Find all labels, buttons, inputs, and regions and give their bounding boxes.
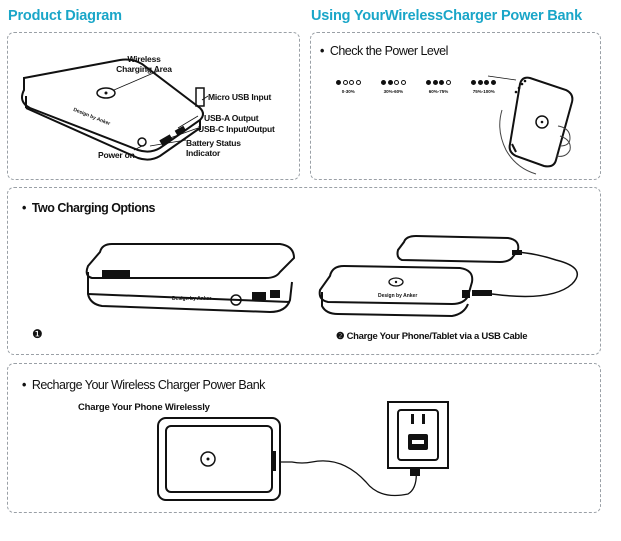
- led-off-icon: [400, 80, 406, 85]
- two-options-panel: [7, 187, 601, 355]
- using-power-bank-title: Using YourWirelessCharger Power Bank: [311, 8, 582, 24]
- power-level-3: 60%-75%: [426, 80, 451, 94]
- power-bank-illustration: [21, 58, 209, 161]
- power-level-heading: • Check the Power Level: [320, 44, 448, 58]
- led-on-icon: [336, 80, 341, 85]
- recharge-subheading: Charge Your Phone Wirelessly: [78, 402, 210, 413]
- bullet: •: [22, 201, 32, 215]
- led-on-icon: [426, 80, 432, 85]
- led-on-icon: [471, 80, 477, 85]
- option2-caption: ❷ Charge Your Phone/Tablet via a USB Cab…: [336, 331, 528, 342]
- led-dots: [336, 80, 361, 85]
- recharge-heading: • Recharge Your Wireless Charger Power B…: [22, 378, 265, 392]
- option2-brand-text: Design by Anker: [378, 293, 418, 299]
- power-level-label: 75%-100%: [472, 89, 495, 94]
- power-level-panel: [310, 32, 601, 180]
- two-options-heading: • Two Charging Options: [22, 201, 155, 215]
- option1-number: ❶: [32, 327, 43, 341]
- power-level-indicators: 0-30% 30%-60% 60%-75% 75%-100%: [336, 80, 496, 104]
- power-level-label: 0-30%: [341, 89, 355, 94]
- power-level-2: 30%-60%: [381, 80, 406, 94]
- led-off-icon: [349, 80, 354, 85]
- callout-battery-status: Battery Status Indicator: [186, 138, 241, 158]
- power-level-label: 30%-60%: [383, 89, 404, 94]
- led-on-icon: [432, 80, 438, 85]
- led-on-icon: [439, 80, 445, 85]
- option2-cable-illustration: [318, 234, 578, 318]
- callout-usb-c: USB-C Input/Output: [198, 124, 275, 134]
- led-dots: [426, 80, 451, 85]
- product-diagram-title: Product Diagram: [8, 8, 122, 24]
- option1-brand-text: Design by Anker: [172, 296, 212, 302]
- led-off-icon: [445, 80, 451, 85]
- recharge-panel: [7, 363, 601, 513]
- led-off-icon: [355, 80, 361, 85]
- product-diagram-panel: [7, 32, 300, 180]
- callout-power-on: Power on: [98, 150, 135, 160]
- recharge-illustration: [157, 401, 449, 501]
- bullet: •: [22, 378, 32, 392]
- led-on-icon: [490, 80, 496, 85]
- callout-micro-usb: Micro USB Input: [208, 92, 272, 102]
- power-level-label: 60%-75%: [428, 89, 449, 94]
- callout-usb-a: USB-A Output: [204, 113, 259, 123]
- led-off-icon: [394, 80, 400, 85]
- power-level-1: 0-30%: [336, 80, 361, 94]
- hand-holding-powerbank: [487, 75, 574, 175]
- led-on-icon: [387, 80, 393, 85]
- led-on-icon: [477, 80, 483, 85]
- led-off-icon: [342, 80, 348, 85]
- led-dots: [381, 80, 406, 85]
- led-on-icon: [381, 80, 387, 85]
- power-level-4: 75%-100%: [471, 80, 496, 94]
- callout-wireless-area: Wireless Charging Area: [116, 54, 172, 74]
- led-on-icon: [484, 80, 490, 85]
- option1-wireless-illustration: [85, 243, 296, 314]
- led-dots: [471, 80, 496, 85]
- bullet: •: [320, 44, 330, 58]
